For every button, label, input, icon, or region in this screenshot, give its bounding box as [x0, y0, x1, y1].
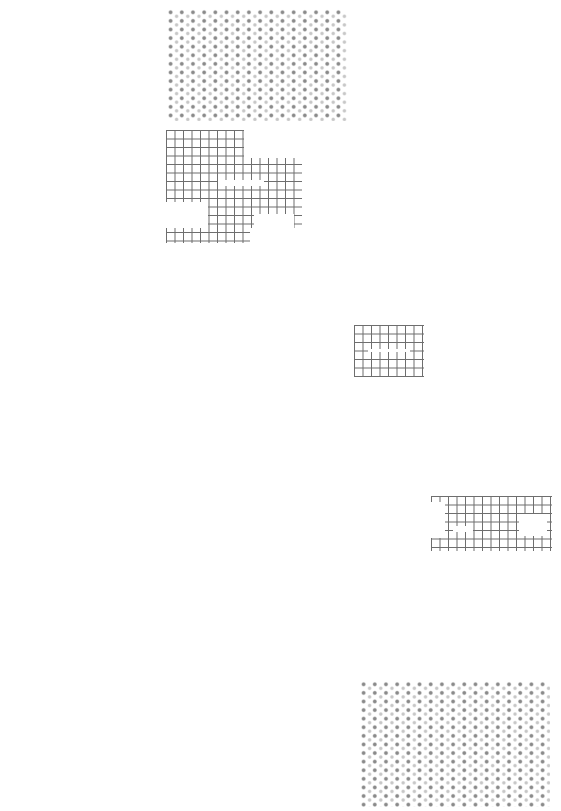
grid-mask-mid-gap: [453, 526, 473, 532]
grid-mask-center-gap: [218, 180, 264, 186]
dot-pattern-patch-bottom: [358, 680, 550, 807]
grid-mask-bottom-right: [250, 228, 302, 243]
grid-mask-top-right: [244, 130, 302, 158]
grid-mask-center-line: [368, 349, 410, 352]
grid-pattern-patch-center: [354, 325, 424, 377]
grid-mask-left-fade: [431, 502, 445, 538]
grid-mask-left-gap: [166, 202, 208, 228]
grid-pattern-patch-right: [431, 496, 552, 551]
grid-pattern-patch-left: [166, 130, 302, 243]
grid-mask-inner-window: [519, 514, 547, 536]
dot-pattern-patch-top: [165, 8, 347, 121]
